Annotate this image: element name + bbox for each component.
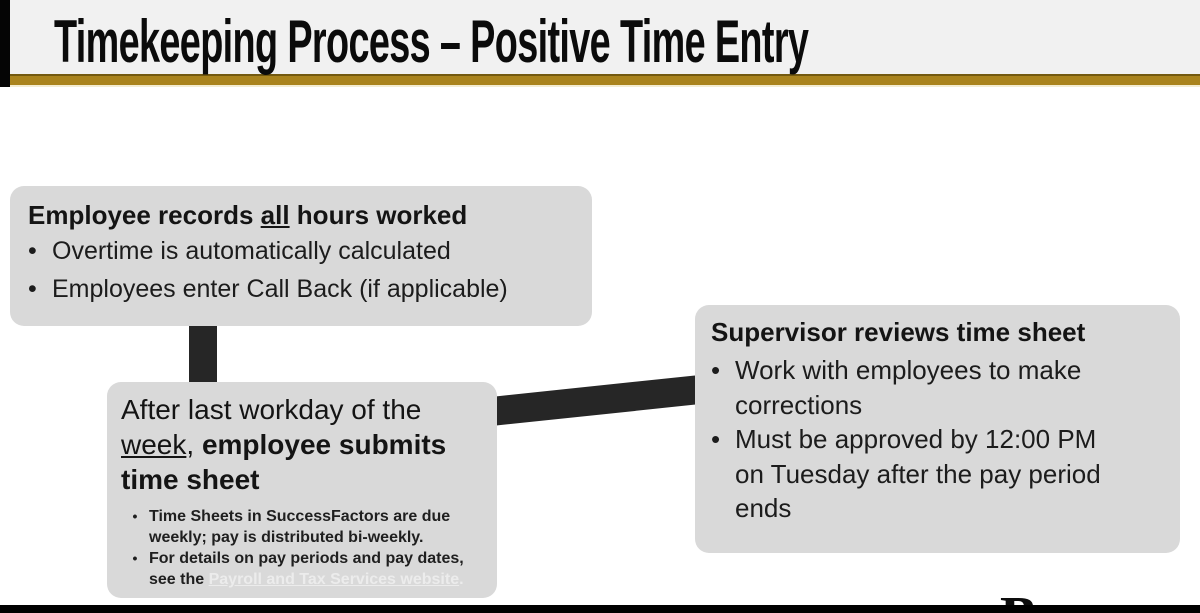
process-box-employee-submits: After last workday of the week, employee… xyxy=(107,382,497,598)
bullet-icon: • xyxy=(711,424,721,454)
sub-bullet-list: • Time Sheets in SuccessFactors are due … xyxy=(121,506,485,590)
payroll-tax-services-link[interactable]: Payroll and Tax Services website xyxy=(208,571,460,588)
box-heading: Employee records all hours worked xyxy=(28,198,574,232)
bullet-line: Work with employees to make xyxy=(735,355,1082,385)
bullet-icon: • xyxy=(28,237,37,265)
sub-bullet-line: For details on pay periods and pay dates… xyxy=(149,550,464,567)
bottom-border-bar xyxy=(0,605,1200,613)
bullet-item: • Employees enter Call Back (if applicab… xyxy=(28,270,574,308)
bullet-text: Work with employees to make corrections xyxy=(735,353,1164,422)
bullet-text: Must be approved by 12:00 PM on Tuesday … xyxy=(735,422,1164,526)
page-title: Timekeeping Process – Positive Time Entr… xyxy=(54,8,809,75)
bullet-line: corrections xyxy=(735,389,863,420)
bullet-item: • Must be approved by 12:00 PM on Tuesda… xyxy=(711,422,1164,526)
bullet-icon: • xyxy=(132,550,138,566)
process-box-employee-records: Employee records all hours worked • Over… xyxy=(10,186,592,326)
heading-text: hours worked xyxy=(289,200,468,230)
sub-bullet-item: • Time Sheets in SuccessFactors are due … xyxy=(121,506,485,548)
header-band xyxy=(0,0,1200,76)
gold-divider-bar xyxy=(0,74,1200,87)
box-heading: Supervisor reviews time sheet xyxy=(711,317,1086,347)
sub-bullet-line: weekly; pay is distributed bi-weekly. xyxy=(149,529,424,546)
bullet-line: Must be approved by 12:00 PM xyxy=(735,424,1097,454)
heading-text: After last workday of the xyxy=(121,394,422,425)
heading-underlined-word: week xyxy=(121,429,187,460)
bullet-line: on Tuesday after the pay period xyxy=(735,458,1101,489)
sub-bullet-line: see the xyxy=(149,571,209,588)
left-edge-bar xyxy=(0,0,10,87)
bullet-text: Employees enter Call Back (if applicable… xyxy=(52,275,508,303)
heading-text: Employee records xyxy=(28,200,261,230)
bullet-icon: • xyxy=(28,275,37,303)
sub-bullet-line: Time Sheets in SuccessFactors are due xyxy=(149,508,451,525)
sub-bullet-item: • For details on pay periods and pay dat… xyxy=(121,548,485,590)
heading-underlined-word: all xyxy=(260,200,290,230)
connector-box1-to-box2 xyxy=(189,324,217,384)
heading-text: , xyxy=(186,429,202,460)
bullet-text: Overtime is automatically calculated xyxy=(52,237,451,265)
bullet-icon: • xyxy=(711,355,721,385)
sub-bullet-text: For details on pay periods and pay dates… xyxy=(149,548,485,590)
bullet-icon: • xyxy=(132,508,138,524)
heading-bold-text: time sheet xyxy=(121,464,260,495)
box-heading: After last workday of the week, employee… xyxy=(121,392,485,497)
sub-bullet-text: Time Sheets in SuccessFactors are due we… xyxy=(149,506,485,548)
connector-box2-to-box3 xyxy=(493,375,698,426)
process-box-supervisor-reviews: Supervisor reviews time sheet • Work wit… xyxy=(695,305,1180,553)
bullet-item: • Overtime is automatically calculated xyxy=(28,232,574,270)
link-period: . xyxy=(459,571,464,588)
bullet-line: ends xyxy=(735,493,792,523)
heading-bold-text: employee submits xyxy=(201,429,447,460)
bullet-item: • Work with employees to make correction… xyxy=(711,353,1164,422)
